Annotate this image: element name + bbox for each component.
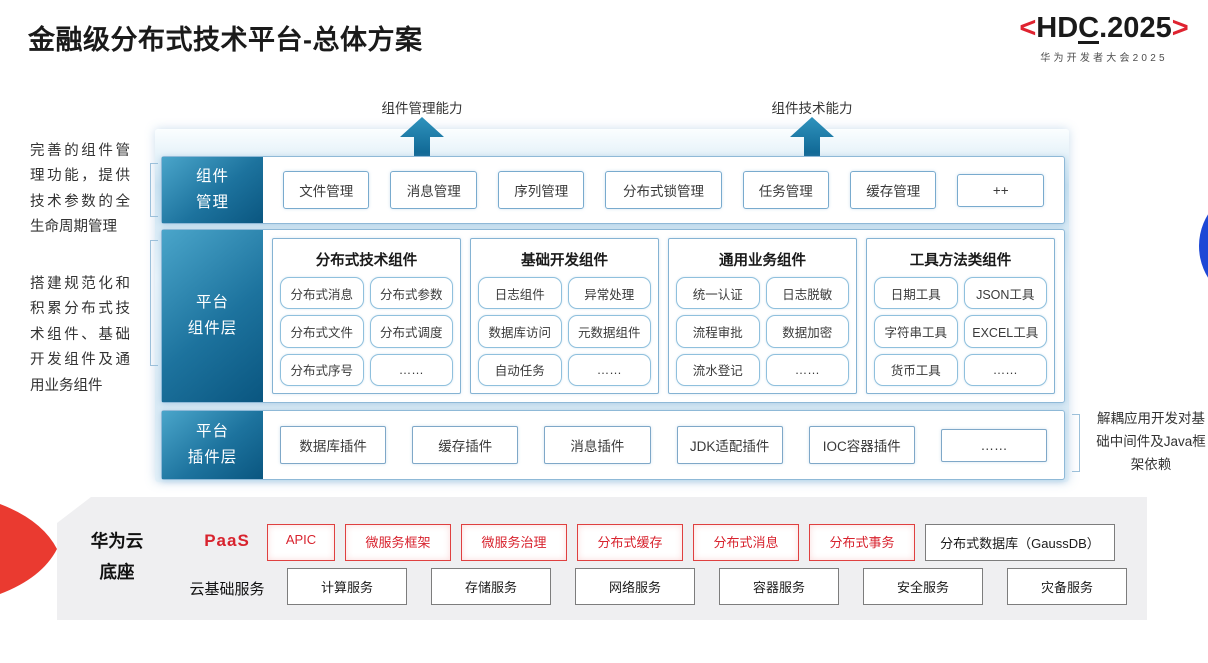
paas-item: 微服务框架	[345, 524, 451, 561]
component-item: 分布式调度	[369, 315, 453, 348]
component-item: 异常处理	[567, 277, 651, 310]
row-platform-components: 平台 组件层 分布式技术组件 分布式消息 分布式参数 分布式文件 分布式调度 分…	[161, 229, 1065, 403]
paas-label: PaaS	[204, 531, 250, 550]
component-item: 元数据组件	[567, 315, 651, 348]
paas-item: 微服务治理	[461, 524, 567, 561]
page-nav-circle[interactable]	[1199, 186, 1208, 306]
column-grid: 日期工具 JSON工具 字符串工具 EXCEL工具 货币工具 ……	[874, 277, 1047, 386]
hdc-logo: <HDC.2025> 华为开发者大会2025	[1002, 12, 1206, 64]
column-grid: 分布式消息 分布式参数 分布式文件 分布式调度 分布式序号 ……	[280, 277, 453, 386]
mgmt-item: 序列管理	[497, 171, 585, 209]
row-label-component-management: 组件 管理	[162, 157, 263, 223]
component-item: 字符串工具	[874, 315, 958, 348]
plugin-item: 消息插件	[544, 426, 651, 464]
column-tool-methods: 工具方法类组件 日期工具 JSON工具 字符串工具 EXCEL工具 货币工具 ……	[866, 238, 1055, 394]
mgmt-item: 分布式锁管理	[605, 171, 722, 209]
paas-item: APIC	[267, 524, 335, 561]
component-item: 自动任务	[478, 353, 562, 386]
component-item: 分布式文件	[280, 315, 364, 348]
component-item: 日志组件	[478, 277, 562, 310]
logo-c-underlined: C	[1078, 12, 1100, 45]
component-item-more: ……	[963, 353, 1047, 386]
component-item: 流程审批	[676, 315, 760, 348]
note-component-layer: 搭建规范化和积累分布式技术组件、基础开发组件及通用业务组件	[30, 276, 130, 394]
hdc-logo-subtitle: 华为开发者大会2025	[1040, 53, 1168, 64]
component-item: 统一认证	[676, 277, 760, 310]
logo-year: .2025	[1099, 12, 1172, 44]
mgmt-item-more: ++	[957, 173, 1044, 207]
row-body-component-management: 文件管理 消息管理 序列管理 分布式锁管理 任务管理 缓存管理 ++	[263, 157, 1064, 223]
row-component-management: 组件 管理 文件管理 消息管理 序列管理 分布式锁管理 任务管理 缓存管理 ++	[161, 156, 1065, 224]
component-item: JSON工具	[963, 277, 1047, 310]
cloud-item: 安全服务	[863, 568, 983, 605]
cloud-item: 容器服务	[719, 568, 839, 605]
component-item: 日期工具	[874, 277, 958, 310]
row-platform-plugins: 平台 插件层 数据库插件 缓存插件 消息插件 JDK适配插件 IOC容器插件 ……	[161, 410, 1065, 480]
component-item: 货币工具	[874, 353, 958, 386]
paas-item: 分布式事务	[809, 524, 915, 561]
cloud-item: 存储服务	[431, 568, 551, 605]
mgmt-item: 缓存管理	[850, 171, 937, 209]
right-bracket-row3	[1072, 414, 1080, 472]
plugin-item: 数据库插件	[280, 426, 387, 464]
column-grid: 日志组件 异常处理 数据库访问 元数据组件 自动任务 ……	[478, 277, 651, 386]
plugin-item: 缓存插件	[412, 426, 519, 464]
capability-label-technical: 组件技术能力	[771, 101, 853, 116]
component-item-more: ……	[765, 353, 849, 386]
left-bracket-row1	[150, 163, 158, 217]
page-title: 金融级分布式技术平台-总体方案	[28, 25, 423, 55]
column-header: 工具方法类组件	[909, 253, 1012, 269]
component-item: EXCEL工具	[963, 315, 1047, 348]
component-item: 分布式消息	[280, 277, 364, 310]
plugin-item-more: ……	[940, 428, 1048, 462]
left-bracket-row2	[150, 240, 158, 366]
note-component-management: 完善的组件管理功能，提供技术参数的全生命周期管理	[30, 143, 130, 236]
row-body-platform-components: 分布式技术组件 分布式消息 分布式参数 分布式文件 分布式调度 分布式序号 ………	[263, 230, 1064, 402]
component-item: 分布式参数	[369, 277, 453, 310]
component-item-more: ……	[567, 353, 651, 386]
paas-services-row: APIC 微服务框架 微服务治理 分布式缓存 分布式消息 分布式事务 分布式数据…	[267, 524, 1115, 561]
capability-label-management: 组件管理能力	[381, 101, 463, 116]
row-body-platform-plugins: 数据库插件 缓存插件 消息插件 JDK适配插件 IOC容器插件 ……	[263, 411, 1064, 479]
component-item: 流水登记	[676, 353, 760, 386]
mgmt-item: 文件管理	[283, 171, 370, 209]
cloud-item: 计算服务	[287, 568, 407, 605]
up-arrow-icon	[790, 117, 834, 159]
column-header: 基础开发组件	[521, 253, 608, 269]
column-basic-dev: 基础开发组件 日志组件 异常处理 数据库访问 元数据组件 自动任务 ……	[470, 238, 659, 394]
logo-right-bracket: >	[1171, 12, 1189, 44]
plugin-item: JDK适配插件	[676, 426, 783, 464]
row-label-platform-plugins: 平台 插件层	[162, 411, 263, 479]
logo-hd: HD	[1036, 12, 1079, 44]
column-common-business: 通用业务组件 统一认证 日志脱敏 流程审批 数据加密 流水登记 ……	[668, 238, 857, 394]
up-arrow-icon	[400, 117, 444, 159]
cloud-services-label: 云基础服务	[189, 581, 265, 598]
row-label-platform-components: 平台 组件层	[162, 230, 263, 402]
column-grid: 统一认证 日志脱敏 流程审批 数据加密 流水登记 ……	[676, 277, 849, 386]
column-header: 通用业务组件	[719, 253, 806, 269]
component-item: 日志脱敏	[765, 277, 849, 310]
component-item: 数据加密	[765, 315, 849, 348]
paas-item-gaussdb: 分布式数据库（GaussDB）	[925, 524, 1115, 561]
cloud-item: 灾备服务	[1007, 568, 1127, 605]
paas-item: 分布式缓存	[577, 524, 683, 561]
component-item-more: ……	[369, 353, 453, 386]
foundation-label: 华为云 底座	[90, 531, 144, 582]
component-item: 分布式序号	[280, 353, 364, 386]
component-item: 数据库访问	[478, 315, 562, 348]
cloud-item: 网络服务	[575, 568, 695, 605]
plugin-item: IOC容器插件	[808, 426, 915, 464]
mgmt-item: 任务管理	[742, 171, 829, 209]
logo-left-bracket: <	[1019, 12, 1037, 44]
cloud-services-row: 计算服务 存储服务 网络服务 容器服务 安全服务 灾备服务	[287, 568, 1127, 605]
red-arrow-icon	[0, 504, 57, 594]
column-header: 分布式技术组件	[315, 253, 418, 269]
paas-item: 分布式消息	[693, 524, 799, 561]
hdc-logo-text: <HDC.2025>	[1002, 12, 1206, 45]
column-distributed-tech: 分布式技术组件 分布式消息 分布式参数 分布式文件 分布式调度 分布式序号 ……	[272, 238, 461, 394]
note-decoupling: 解耦应用开发对基础中间件及Java框架依赖	[1096, 411, 1206, 473]
mgmt-item: 消息管理	[390, 171, 477, 209]
